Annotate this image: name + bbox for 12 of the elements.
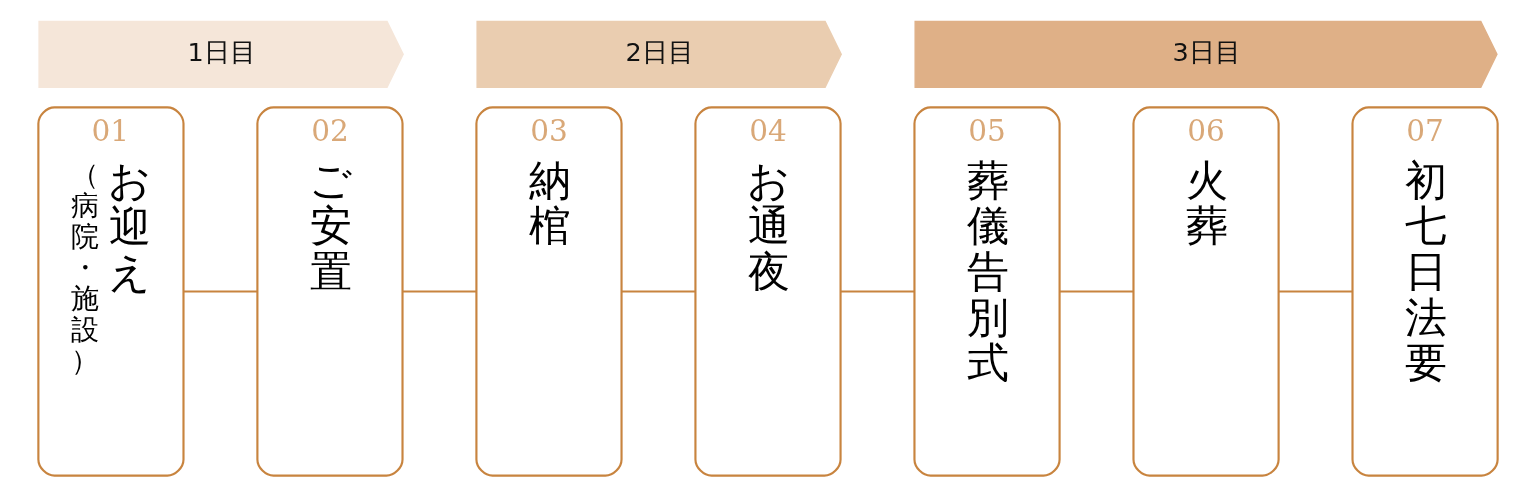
connector [183,290,258,293]
connector [621,290,696,293]
connector [1278,290,1353,293]
node-box: 07 初七日法要 [1351,106,1499,477]
connector [402,290,477,293]
connector [1059,290,1134,293]
node-box: 06 火葬 [1132,106,1280,477]
node-box: 03 納棺 [475,106,623,477]
node-box: 04 お通夜 [694,106,842,477]
connector [840,290,915,293]
node-box: 02 ご安置 [256,106,404,477]
node-box: 05 葬儀告別式 [913,106,1061,477]
